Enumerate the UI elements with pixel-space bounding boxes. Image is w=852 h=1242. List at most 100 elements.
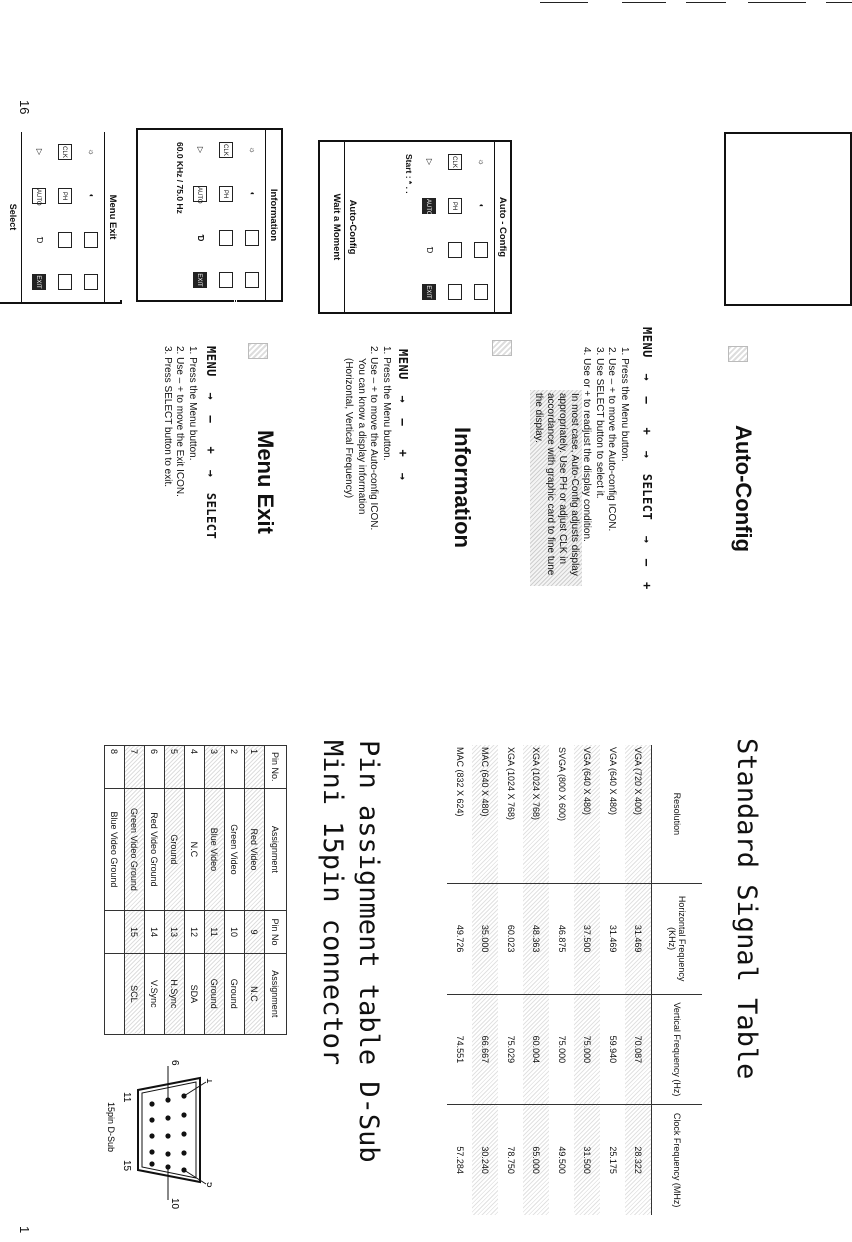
information-sequence: MENU → – + → <box>396 349 410 481</box>
connector-shell <box>137 1076 201 1184</box>
column-header: Assignment <box>264 788 287 911</box>
column-header: Vertical Frequency (Hz) <box>651 994 702 1105</box>
note-pen-icon <box>728 346 748 362</box>
step: 1. Press the Menu button. <box>619 347 630 462</box>
auto-icon: AUTO <box>32 188 46 206</box>
osd-footer: Auto-Config <box>344 142 360 312</box>
connector-caption: 15pin D-Sub <box>106 1102 116 1152</box>
osd-icon-grid: ☼ ◐ CLK PH ▷ AUTO Ɗ EXIT 60.0 KHz / 75.0… <box>169 130 265 300</box>
note-pen-icon <box>492 340 512 356</box>
column-header: Pin No <box>264 910 287 954</box>
brightness-icon: ☼ <box>87 148 96 156</box>
pin-label: 15 <box>121 1160 132 1172</box>
step: You can know a display information <box>356 358 367 515</box>
info-icon: Ɗ <box>196 234 205 242</box>
step: 1. Press the Menu button. <box>187 346 198 461</box>
brightness-icon: ☼ <box>477 158 486 166</box>
auto-config-title: Auto-Config <box>731 425 756 553</box>
audio-icon: ▷ <box>425 158 434 166</box>
column-header: Resolution <box>651 745 702 884</box>
vpos-icon <box>219 230 233 246</box>
information-steps: 1. Press the Menu button. 2. Use – + to … <box>342 346 393 531</box>
auto-config-osd-box: Auto - Config ☼ ◐ CLK PH ▷ AUTO Ɗ EXIT S… <box>358 140 512 314</box>
page-number-left: 16 <box>17 100 32 115</box>
top-rule-2 <box>622 2 666 3</box>
column-header: Clock Frequency (MHz) <box>651 1104 702 1215</box>
osd-caption: 60.0 KHz / 75.0 Hz <box>175 142 185 214</box>
table-row: 2 Green Video 10 Ground <box>224 745 245 1035</box>
pin-table-title: Pin assignment table D-Sub <box>353 740 384 1163</box>
ph-icon: PH <box>58 188 72 204</box>
top-rule-5 <box>826 2 852 3</box>
pin-label: 1 <box>204 1078 212 1084</box>
auto-config-wait-box: Auto-Config Wait a Moment <box>318 140 360 314</box>
contrast-icon: ◐ <box>248 191 257 197</box>
contrast-icon: ◐ <box>87 193 96 199</box>
table-row: VGA (720 X 400) 31.469 70.087 28.322 <box>625 745 652 1215</box>
info-icon: Ɗ <box>425 246 434 254</box>
osd-footer: Select <box>5 132 22 302</box>
clk-icon: CLK <box>219 142 233 158</box>
osd-header: Information <box>265 130 281 300</box>
osd-icon-grid: ☼ ◐ CLK PH ▷ AUTO Ɗ EXIT Start : * . . <box>398 142 494 312</box>
step: 2. Use – + to move the Auto-config ICON. <box>606 347 618 532</box>
info-icon: Ɗ <box>35 236 44 244</box>
table-row: VGA (640 X 480) 31.469 59.940 25.175 <box>600 745 626 1215</box>
table-row: 6 Red Video Ground 14 V.Sync <box>144 745 165 1035</box>
pin-label: 11 <box>121 1092 132 1103</box>
vpos-icon <box>448 242 462 258</box>
pin-label: 10 <box>169 1198 180 1210</box>
step: 1. Press the Menu button. <box>381 346 392 461</box>
reset-icon <box>448 284 462 300</box>
hsize-icon <box>84 232 98 248</box>
auto-config-steps: 1. Press the Menu button. 2. Use – + to … <box>580 347 631 542</box>
contrast-icon: ◐ <box>477 203 486 209</box>
step: 3. Press SELECT button to exit. <box>162 346 173 487</box>
hsize-icon <box>245 230 259 246</box>
menu-exit-sequence: MENU → – + → SELECT <box>204 346 218 540</box>
hpos-icon <box>84 274 98 290</box>
table-row: MAC (832 X 624) 49.726 74.551 57.284 <box>447 745 473 1215</box>
top-rule-1 <box>540 2 588 3</box>
clk-icon: CLK <box>448 154 462 170</box>
menu-exit-steps: 1. Press the Menu button. 2. Use – + to … <box>161 346 198 497</box>
table-row: 1 Red Video 9 N.C <box>244 745 265 1035</box>
table-row: VGA (640 X 480) 37.500 75.000 31.500 <box>574 745 600 1215</box>
page-number-right: 1 <box>17 1226 32 1234</box>
osd-icon-grid: ☼ ◐ CLK PH ▷ AUTO Ɗ EXIT <box>22 132 104 302</box>
table-row: 7 Green Video Ground 15 SCL <box>124 745 145 1035</box>
exit-icon: EXIT <box>193 272 207 288</box>
table-row: 5 Ground 13 H.Sync <box>164 745 185 1035</box>
table-row: MAC (640 X 480) 35.000 66.667 30.240 <box>472 745 498 1215</box>
step: (Horizontal, Vertical Frequency) <box>343 358 355 499</box>
auto-icon: AUTO <box>193 186 207 204</box>
dsub-connector-diagram: 1 5 6 10 11 15 15pin D-Sub <box>106 1060 212 1210</box>
column-header: Pin No. <box>264 745 287 789</box>
auto-icon: AUTO <box>422 198 436 216</box>
menu-exit-title: Menu Exit <box>253 430 278 534</box>
ph-icon: PH <box>219 186 233 202</box>
table-row: XGA (1024 X 768) 60.023 75.029 78.750 <box>498 745 524 1215</box>
pin-table: Pin No. Assignment Pin No Assignment 1 R… <box>104 745 287 1035</box>
pin-label: 5 <box>204 1182 212 1188</box>
signal-table: Resolution Horizontal Frequency (KHz) Ve… <box>447 745 702 1215</box>
table-row: 3 Blue Video 11 Ground <box>204 745 225 1035</box>
menu-exit-box <box>724 132 852 306</box>
menu-exit-osd-box <box>236 132 237 302</box>
step: 2. Use – + to move the Auto-config ICON. <box>368 346 380 531</box>
osd-header: Menu Exit <box>104 132 120 302</box>
pin-label: 6 <box>169 1060 180 1066</box>
table-row: 4 N.C 12 SDA <box>184 745 205 1035</box>
table-row: SVGA (800 X 600) 46.875 75.000 49.500 <box>549 745 575 1215</box>
signal-table-title: Standard Signal Table <box>731 738 762 1080</box>
table-row: 8 Blue Video Ground <box>104 745 125 1035</box>
information-osd-box: Information ☼ ◐ CLK PH ▷ AUTO Ɗ EXIT 60.… <box>136 128 283 302</box>
exit-icon: EXIT <box>422 284 436 300</box>
menu-exit-osd-panel <box>133 132 134 302</box>
step: 3. Use SELECT button to select it. <box>594 347 605 499</box>
menu-exit-content: Menu Exit ☼ ◐ CLK PH ▷ AUTO Ɗ EXIT Selec… <box>0 132 120 302</box>
information-title: Information <box>450 427 475 548</box>
auto-config-note: In most case, Auto-Config adjusts displa… <box>530 390 582 586</box>
hpos-icon <box>474 284 488 300</box>
